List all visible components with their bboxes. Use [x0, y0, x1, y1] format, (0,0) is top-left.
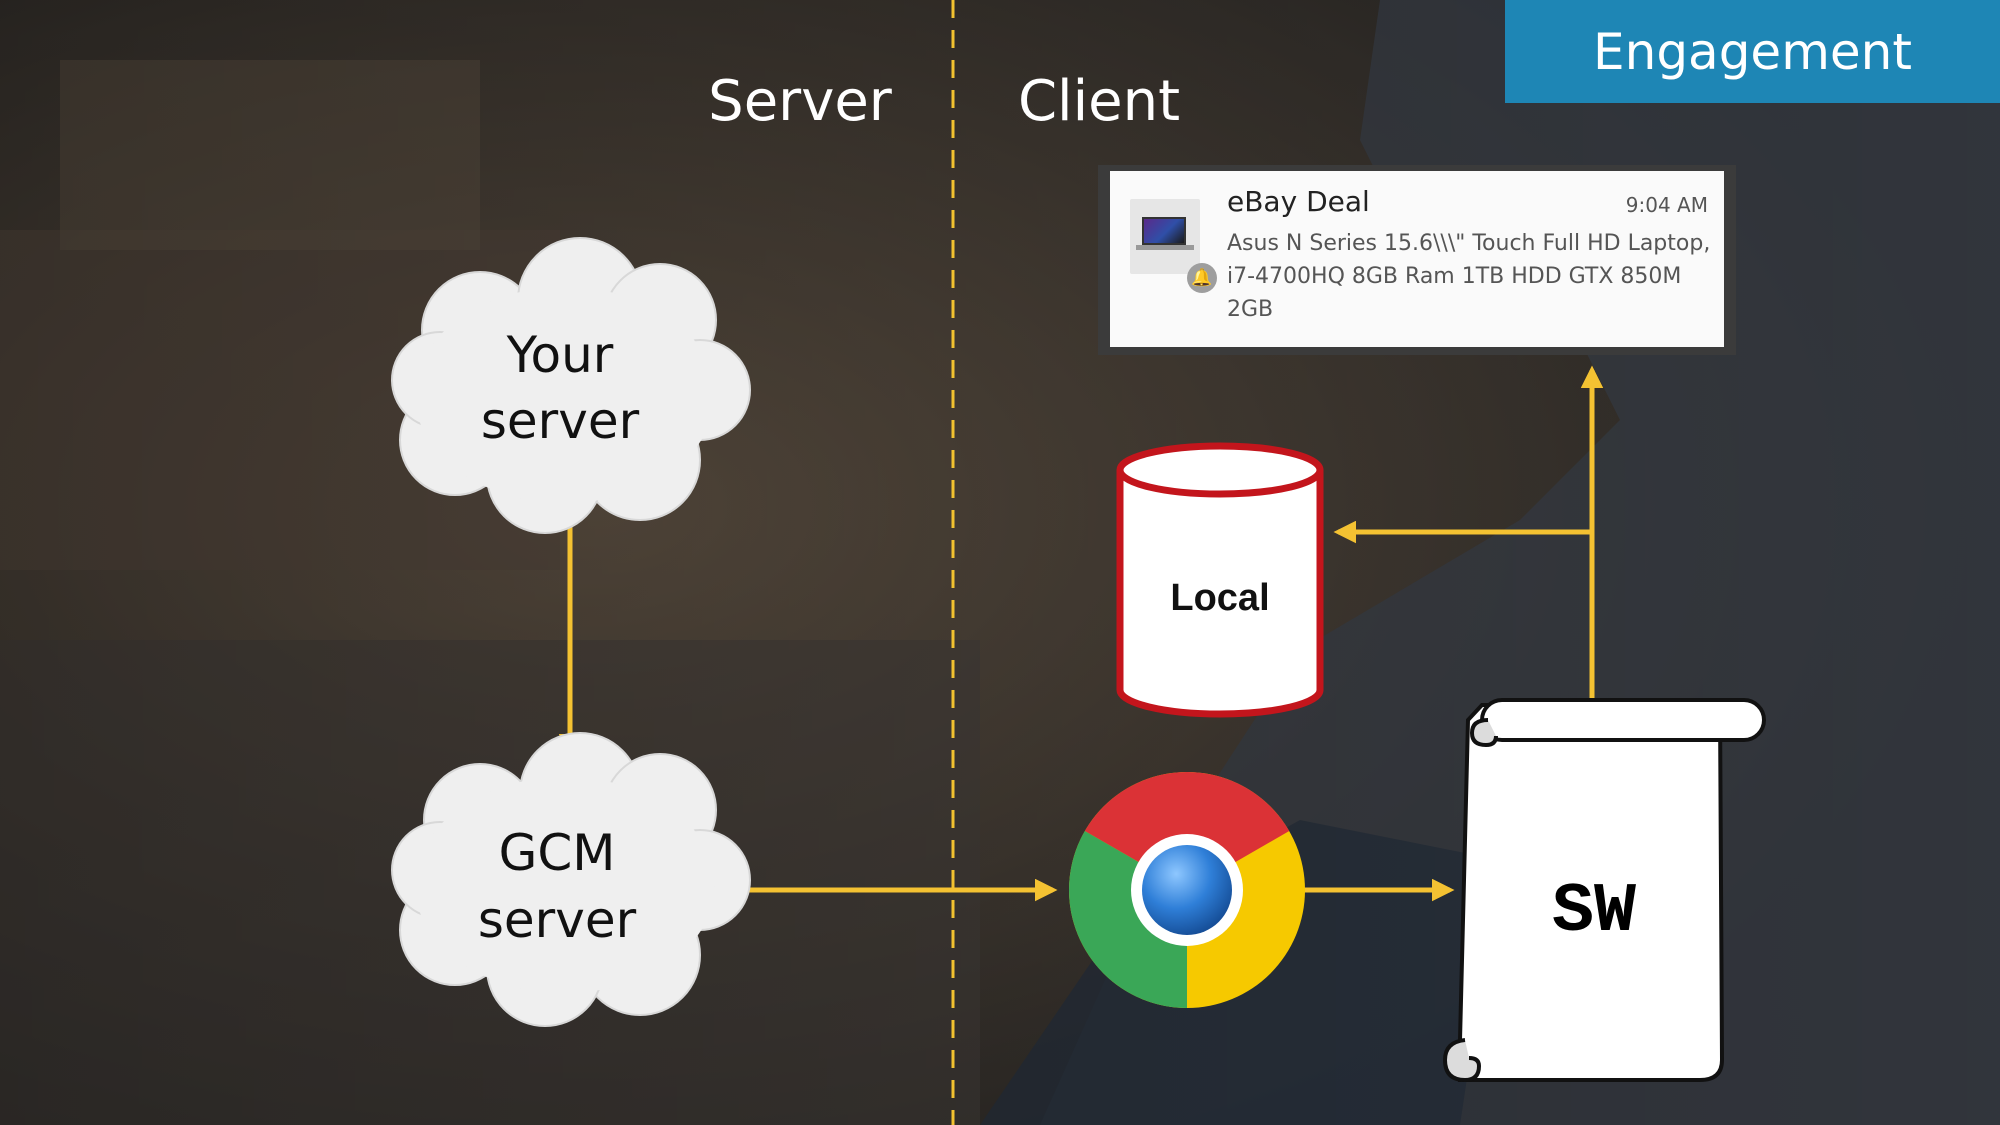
gcm-server-label-line2: server	[478, 891, 637, 949]
chrome-icon	[1068, 771, 1305, 1008]
local-storage-label: Local	[1170, 577, 1269, 619]
engagement-banner: Engagement	[1505, 0, 2000, 103]
gcm-server-cloud: GCM server	[391, 732, 751, 1027]
push-notification[interactable]: 🔔 eBay Deal 9:04 AM Asus N Series 15.6\\…	[1098, 165, 1736, 355]
notification-time: 9:04 AM	[1625, 193, 1708, 217]
service-worker-label: SW	[1552, 873, 1636, 952]
your-server-cloud: Your server	[391, 237, 751, 534]
gcm-server-label-line1: GCM	[499, 824, 616, 882]
server-column-label: Server	[708, 69, 893, 134]
notification-title: eBay Deal	[1227, 185, 1370, 218]
your-server-label-line2: server	[481, 392, 640, 450]
client-column-label: Client	[1018, 69, 1180, 134]
notification-card[interactable]: 🔔 eBay Deal 9:04 AM Asus N Series 15.6\\…	[1110, 171, 1724, 347]
notification-body: Asus N Series 15.6\\\" Touch Full HD Lap…	[1227, 231, 1711, 322]
your-server-label-line1: Your	[506, 326, 614, 384]
bell-icon: 🔔	[1187, 263, 1217, 293]
local-storage-database: Local	[1116, 442, 1324, 718]
service-worker-scroll: SW	[1442, 698, 1766, 1083]
laptop-thumbnail	[1130, 199, 1200, 274]
